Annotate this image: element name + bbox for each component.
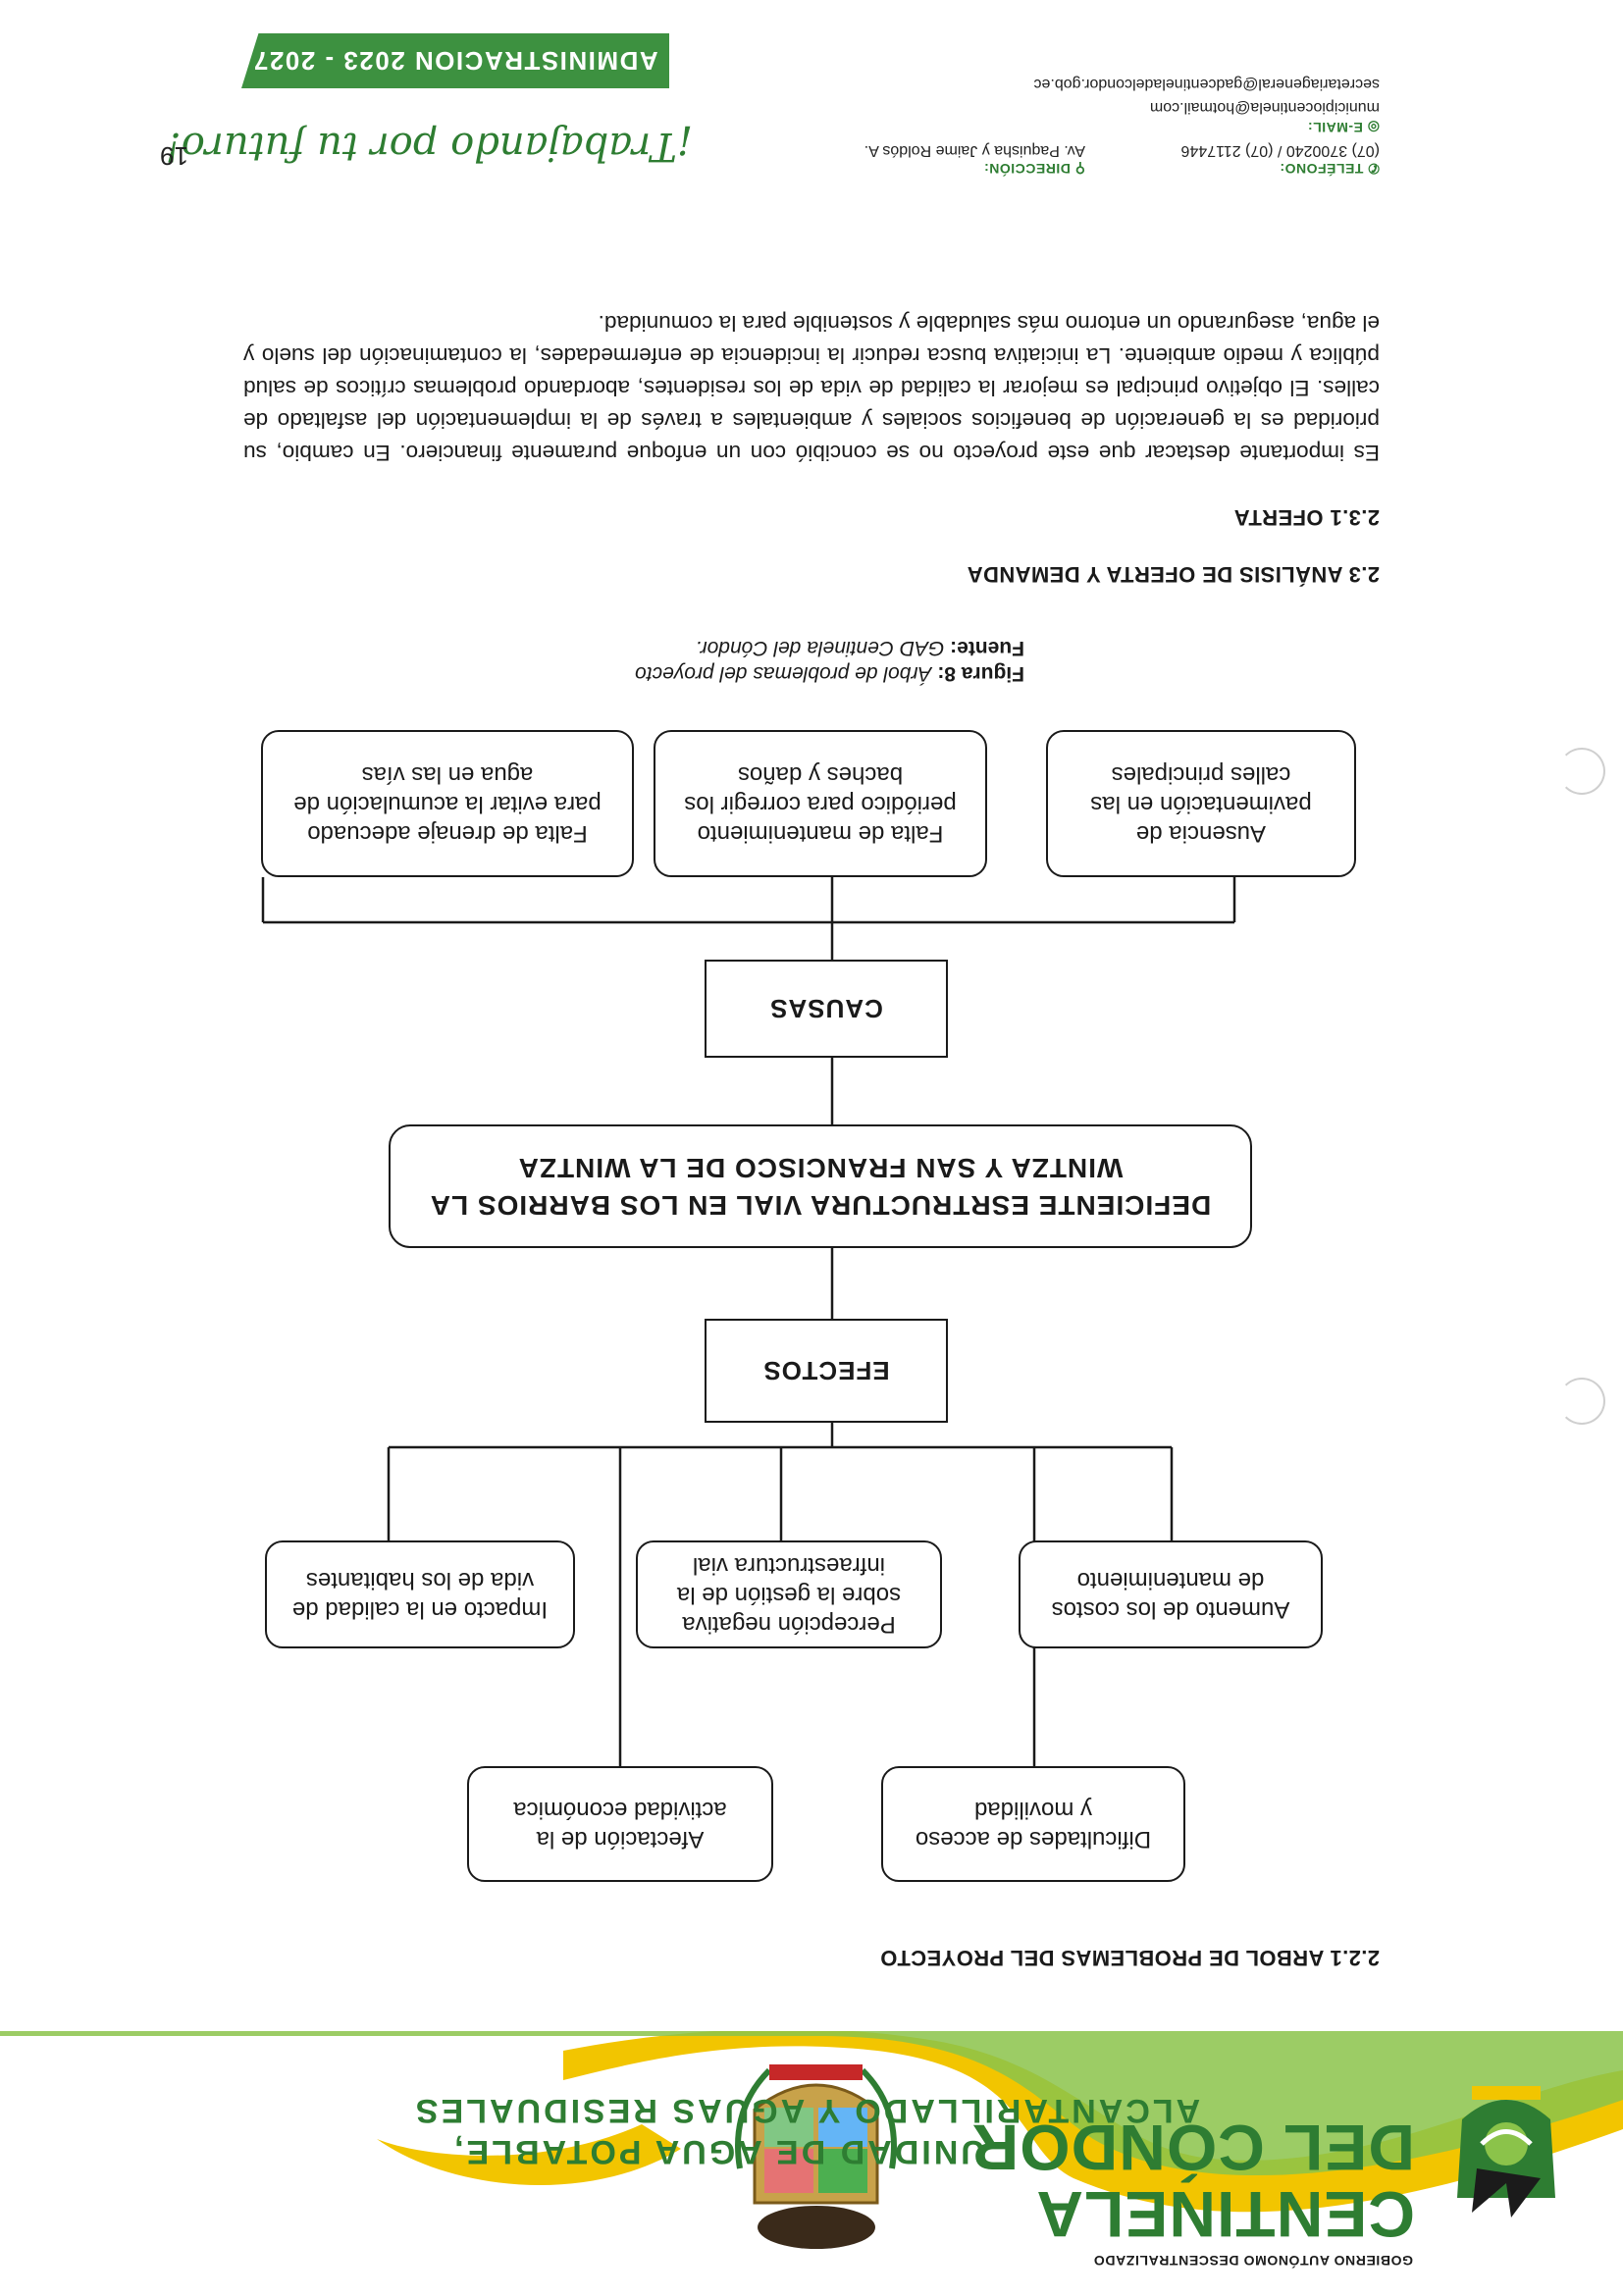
cause-box-no-drainage: Falta de drenaje adecuado para evitar la… — [261, 730, 634, 877]
figure-caption-text: Árbol de problemas del proyecto — [635, 662, 932, 685]
section-heading-supply-demand: 2.3 ANÁLISIS DE OFERTA Y DEMANDA — [967, 562, 1380, 587]
phone-label: ✆ TELÉFONO: — [1280, 160, 1380, 177]
section-heading-supply: 2.3.1 OFERTA — [1233, 505, 1380, 530]
central-problem-box: DEFICIENTE ESRTRUCTURA VIAL EN LOS BARRI… — [389, 1124, 1252, 1248]
email-label: ◎ E-MAIL: — [1308, 119, 1381, 135]
figure-source: Fuente: GAD Centinela del Cóndor. — [696, 636, 1024, 659]
figure-source-text: GAD Centinela del Cóndor. — [695, 637, 945, 659]
address-label-text: DIRECCIÓN: — [983, 161, 1071, 177]
slogan: ¡Trabajando por tu futuro! — [165, 124, 693, 169]
phone-number: (07) 3700240 / (07) 2117446 — [1180, 142, 1380, 159]
email-secondary: secretariageneral@gadcentineladelcondor.… — [1033, 76, 1380, 92]
phone-icon: ✆ — [1363, 161, 1380, 177]
effect-box-quality-of-life: Impacto en la calidad de vida de los hab… — [265, 1540, 575, 1648]
cause-box-no-paving: Ausencia de pavimentación en las calles … — [1046, 730, 1356, 877]
header-ribbon — [0, 2031, 1623, 2213]
effect-box-access: Dificultades de acceso y movilidad — [881, 1766, 1185, 1882]
administration-banner: ADMINISTRACION 2023 - 2027 — [241, 33, 669, 88]
effect-box-perception: Percepción negativa sobre la gestión de … — [636, 1540, 942, 1648]
effects-label-box: EFECTOS — [705, 1319, 948, 1423]
figure-source-label: Fuente: — [950, 637, 1024, 659]
coat-of-arms-icon — [735, 2064, 897, 2249]
punch-hole-icon — [1558, 748, 1605, 795]
email-label-text: E-MAIL: — [1307, 120, 1363, 135]
email-icon: ◎ — [1362, 120, 1380, 135]
address-label: ⚲ DIRECCIÓN: — [984, 160, 1085, 177]
causes-label-box: CAUSAS — [705, 960, 948, 1058]
figure-caption: Figura 8: Árbol de problemas del proyect… — [635, 661, 1024, 685]
punch-hole-icon — [1558, 1378, 1605, 1425]
figure-caption-label: Figura 8: — [937, 662, 1024, 685]
phone-label-text: TELÉFONO: — [1279, 161, 1364, 177]
email-primary: municipiocentinela@hotmail.com — [1149, 99, 1380, 116]
location-pin-icon: ⚲ — [1070, 161, 1085, 177]
body-paragraph: Es importante destacar que este proyecto… — [243, 311, 1380, 465]
effect-box-maintenance-costs: Aumento de los costos de mantenimiento — [1019, 1540, 1323, 1648]
effect-box-economy: Afectación de la actividad económica — [467, 1766, 773, 1882]
address-text: Av. Paquisha y Jaime Roldós A. — [864, 142, 1085, 159]
condor-logo-icon — [1457, 2086, 1555, 2218]
page-number: 19 — [160, 141, 188, 171]
cause-box-no-maintenance: Falta de mantenimiento periódico para co… — [654, 730, 987, 877]
